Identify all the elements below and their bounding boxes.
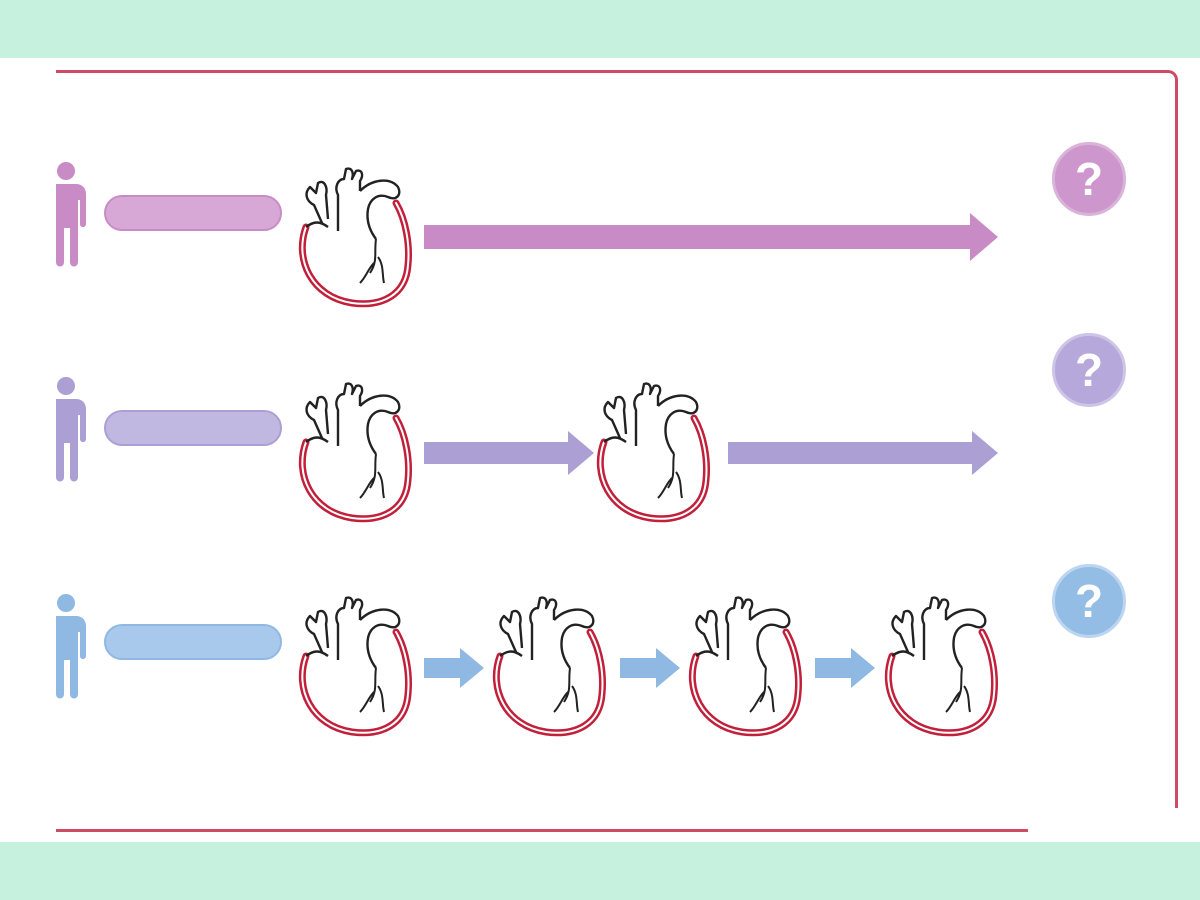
heart-icon	[298, 594, 416, 739]
heart-icon	[298, 165, 416, 310]
person-icon	[52, 377, 92, 487]
heart-icon	[688, 594, 806, 739]
question-badge: ?	[1052, 142, 1126, 216]
person-icon	[52, 594, 92, 704]
arrow-icon	[424, 431, 594, 475]
diagram-frame	[56, 70, 1178, 808]
bottom-banner	[0, 842, 1200, 900]
arrow-icon	[424, 648, 484, 688]
pathway-row-3: ?	[0, 564, 1200, 762]
heart-icon	[596, 380, 714, 525]
stage-pill	[104, 624, 282, 660]
stage-pill	[104, 410, 282, 446]
heart-icon	[884, 594, 1002, 739]
arrow-icon	[620, 648, 680, 688]
heart-icon	[298, 380, 416, 525]
pathway-row-2: ?	[0, 333, 1200, 545]
arrow-icon	[424, 213, 998, 261]
arrow-icon	[728, 431, 998, 475]
stage-pill	[104, 195, 282, 231]
arrow-icon	[815, 648, 875, 688]
frame-bottom-line	[56, 829, 1028, 832]
person-icon	[52, 162, 92, 272]
question-badge: ?	[1052, 564, 1126, 638]
top-banner	[0, 0, 1200, 58]
question-badge: ?	[1052, 333, 1126, 407]
heart-icon	[492, 594, 610, 739]
pathway-row-1: ?	[0, 142, 1200, 330]
